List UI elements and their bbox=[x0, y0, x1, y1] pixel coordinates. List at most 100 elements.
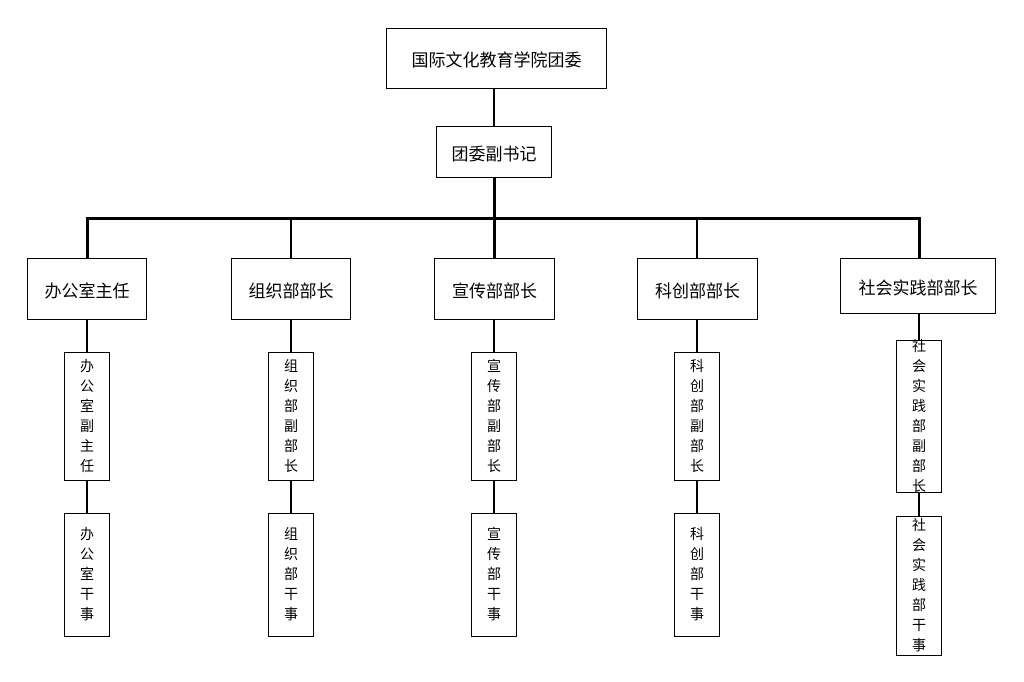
vertical-char: 社 bbox=[912, 338, 926, 355]
dept-head-label: 科创部部长 bbox=[655, 281, 740, 302]
vertical-char: 创 bbox=[690, 378, 704, 395]
dept-head-organization: 组织部部长 bbox=[231, 258, 351, 320]
vertical-char: 部 bbox=[284, 398, 298, 415]
deputy-secretary-node: 团委副书记 bbox=[436, 126, 552, 178]
vertical-char: 事 bbox=[80, 607, 94, 623]
vertical-char: 长 bbox=[284, 458, 298, 475]
dept-head-innovation: 科创部部长 bbox=[637, 258, 758, 320]
vertical-char: 事 bbox=[284, 607, 298, 623]
connector-head-deputy-3 bbox=[696, 319, 698, 353]
vertical-char: 宣 bbox=[487, 527, 501, 543]
connector-root-deputy bbox=[493, 88, 495, 126]
vertical-char: 部 bbox=[912, 418, 926, 435]
vertical-char: 实 bbox=[912, 558, 926, 574]
dept-head-office: 办公室主任 bbox=[27, 258, 147, 320]
connector-head-deputy-0 bbox=[86, 319, 88, 353]
vertical-char: 传 bbox=[487, 378, 501, 395]
vertical-char: 公 bbox=[80, 547, 94, 563]
connector-horizontal-bus bbox=[86, 217, 920, 220]
connector-deputy-bus bbox=[493, 177, 496, 219]
vertical-char: 任 bbox=[80, 458, 94, 475]
vertical-char: 社 bbox=[912, 518, 926, 534]
vertical-char: 公 bbox=[80, 378, 94, 395]
dept-staff-publicity: 宣传部干事 bbox=[471, 513, 517, 637]
connector-deputy-staff-1 bbox=[290, 480, 292, 514]
connector-deputy-staff-2 bbox=[493, 480, 495, 514]
vertical-char: 传 bbox=[487, 547, 501, 563]
connector-bus-head-4 bbox=[918, 217, 921, 259]
vertical-char: 副 bbox=[284, 418, 298, 435]
vertical-char: 事 bbox=[487, 607, 501, 623]
vertical-char: 部 bbox=[284, 438, 298, 455]
vertical-char: 部 bbox=[912, 458, 926, 475]
vertical-char: 干 bbox=[487, 587, 501, 603]
vertical-char: 事 bbox=[912, 638, 926, 654]
dept-head-publicity: 宣传部部长 bbox=[434, 258, 555, 320]
dept-staff-social-practice: 社会实践部干事 bbox=[896, 516, 942, 656]
vertical-char: 实 bbox=[912, 378, 926, 395]
vertical-char: 部 bbox=[284, 567, 298, 583]
vertical-char: 创 bbox=[690, 547, 704, 563]
vertical-char: 科 bbox=[690, 527, 704, 543]
vertical-char: 部 bbox=[487, 438, 501, 455]
connector-bus-head-0 bbox=[86, 217, 89, 258]
root-node-label: 国际文化教育学院团委 bbox=[411, 51, 582, 71]
vertical-char: 宣 bbox=[487, 358, 501, 375]
dept-staff-innovation: 科创部干事 bbox=[674, 513, 720, 637]
root-node: 国际文化教育学院团委 bbox=[386, 28, 607, 89]
dept-deputy-office: 办公室副主任 bbox=[64, 352, 110, 481]
dept-staff-office: 办公室干事 bbox=[64, 513, 110, 637]
vertical-char: 长 bbox=[912, 478, 926, 495]
connector-head-deputy-1 bbox=[290, 319, 292, 353]
vertical-char: 室 bbox=[80, 398, 94, 415]
vertical-char: 主 bbox=[80, 438, 94, 455]
dept-deputy-social-practice: 社会实践部副部长 bbox=[896, 338, 942, 495]
vertical-char: 干 bbox=[284, 587, 298, 603]
vertical-char: 干 bbox=[80, 587, 94, 603]
dept-head-label: 办公室主任 bbox=[44, 281, 130, 302]
connector-head-deputy-4 bbox=[918, 313, 920, 340]
connector-deputy-staff-3 bbox=[696, 480, 698, 514]
connector-deputy-staff-4 bbox=[918, 492, 920, 517]
vertical-char: 干 bbox=[690, 587, 704, 603]
vertical-char: 部 bbox=[912, 598, 926, 614]
vertical-char: 事 bbox=[690, 607, 704, 623]
vertical-char: 部 bbox=[690, 398, 704, 415]
vertical-char: 办 bbox=[80, 527, 94, 543]
dept-head-label: 宣传部部长 bbox=[452, 281, 537, 302]
vertical-char: 组 bbox=[284, 358, 298, 375]
dept-staff-organization: 组织部干事 bbox=[268, 513, 314, 637]
vertical-char: 部 bbox=[487, 567, 501, 583]
dept-head-label: 社会实践部部长 bbox=[858, 278, 978, 299]
vertical-char: 办 bbox=[80, 358, 94, 375]
dept-deputy-publicity: 宣传部副部长 bbox=[471, 352, 517, 481]
vertical-char: 干 bbox=[912, 618, 926, 634]
vertical-char: 副 bbox=[487, 418, 501, 435]
connector-bus-head-1 bbox=[290, 217, 292, 258]
dept-deputy-innovation: 科创部副部长 bbox=[674, 352, 720, 481]
vertical-char: 长 bbox=[690, 458, 704, 475]
vertical-char: 副 bbox=[690, 418, 704, 435]
vertical-char: 副 bbox=[80, 418, 94, 435]
vertical-char: 会 bbox=[912, 538, 926, 554]
connector-deputy-staff-0 bbox=[86, 480, 88, 514]
connector-head-deputy-2 bbox=[493, 319, 495, 353]
connector-bus-head-2 bbox=[493, 217, 496, 258]
dept-head-label: 组织部部长 bbox=[248, 281, 334, 302]
vertical-char: 部 bbox=[690, 438, 704, 455]
vertical-char: 副 bbox=[912, 438, 926, 455]
vertical-char: 科 bbox=[690, 358, 704, 375]
vertical-char: 会 bbox=[912, 358, 926, 375]
vertical-char: 践 bbox=[912, 398, 926, 415]
dept-deputy-organization: 组织部副部长 bbox=[268, 352, 314, 481]
vertical-char: 织 bbox=[284, 378, 298, 395]
vertical-char: 长 bbox=[487, 458, 501, 475]
vertical-char: 组 bbox=[284, 527, 298, 543]
deputy-secretary-label: 团委副书记 bbox=[451, 144, 537, 165]
dept-head-social-practice: 社会实践部部长 bbox=[840, 258, 996, 314]
vertical-char: 践 bbox=[912, 578, 926, 594]
connector-bus-head-3 bbox=[696, 217, 698, 258]
vertical-char: 部 bbox=[487, 398, 501, 415]
vertical-char: 织 bbox=[284, 547, 298, 563]
